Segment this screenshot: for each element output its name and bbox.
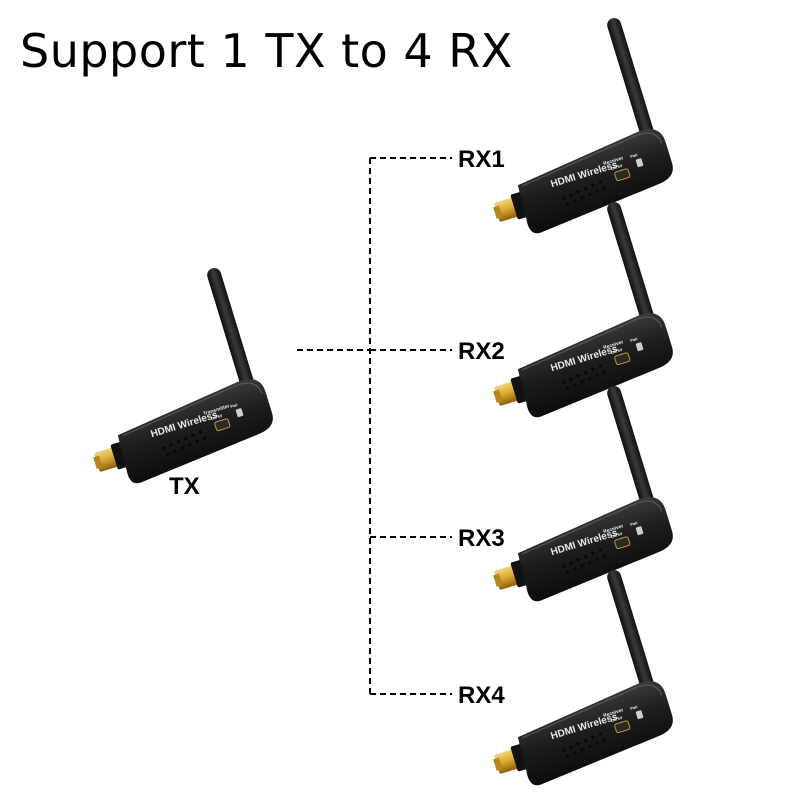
rx4-device-subtext: Receiver — [603, 707, 625, 719]
rx4-device: HDMI Wireless Receiver DC 5V Pair — [449, 565, 681, 797]
rx3-device: HDMI Wireless Receiver DC 5V Pair — [449, 381, 681, 613]
tx-label: TX — [169, 473, 200, 500]
rx3-device-subtext: Receiver — [603, 523, 625, 535]
rx1-device-subtext: Receiver — [603, 155, 625, 167]
rx1-pair-text: Pair — [630, 152, 639, 159]
tx-device: HDMI Wireless Transmitter DC 5V Pair — [49, 263, 281, 495]
diagram-title: Support 1 TX to 4 RX — [20, 24, 513, 78]
rx2-pair-text: Pair — [630, 336, 639, 343]
rx3-label: RX3 — [458, 525, 505, 552]
rx1-port-text: DC 5V — [610, 163, 623, 171]
rx2-port-text: DC 5V — [610, 347, 623, 355]
tx-pair-text: Pair — [230, 402, 239, 409]
connector-lines — [297, 157, 452, 695]
rx2-device-subtext: Receiver — [603, 339, 625, 351]
rx2-device: HDMI Wireless Receiver DC 5V Pair — [449, 197, 681, 429]
rx4-pair-text: Pair — [630, 704, 639, 711]
tx-port-text: DC 5V — [210, 413, 223, 421]
rx4-port-text: DC 5V — [610, 715, 623, 723]
rx1-label: RX1 — [458, 146, 505, 173]
rx2-label: RX2 — [458, 338, 505, 365]
rx4-label: RX4 — [458, 682, 505, 709]
rx3-port-text: DC 5V — [610, 531, 623, 539]
rx3-pair-text: Pair — [630, 520, 639, 527]
rx1-device: HDMI Wireless Receiver DC 5V Pair — [449, 13, 681, 245]
